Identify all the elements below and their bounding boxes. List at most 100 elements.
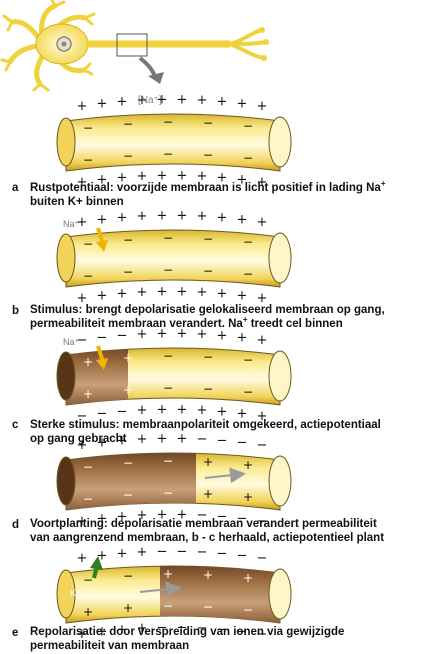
charge-sign: − [83,492,93,506]
charge-sign: + [83,387,93,401]
charge-sign: + [137,621,148,636]
charge-sign: + [77,99,88,114]
charge-sign: − [123,233,133,247]
charge-sign: − [237,625,248,640]
charge-sign: + [77,215,88,230]
charge-sign: + [243,571,253,585]
charge-sign: + [97,289,108,304]
charge-sign: − [237,512,248,527]
charge-sign: + [117,287,128,302]
panel-e-letter: e [12,627,19,639]
charge-sign: − [217,623,228,638]
panel-a-caption: Rustpotentiaal: voorzijde membraan is li… [30,179,386,208]
charge-sign: + [97,173,108,188]
charge-sign: − [243,119,253,133]
membrane-tube-c: −−++−−−−++++++−−++++−−++++−−++ [56,326,292,424]
charge-sign: − [257,514,268,529]
charge-sign: − [163,147,173,161]
charge-sign: − [163,454,173,468]
charge-sign: − [163,349,173,363]
charge-sign: − [163,486,173,500]
charge-sign: + [197,285,208,300]
charge-sign: + [117,547,128,562]
charge-sign: − [217,547,228,562]
charge-sign: + [77,551,88,566]
charge-sign: − [83,121,93,135]
charge-sign: + [177,326,188,341]
charge-sign: − [243,151,253,165]
charge-sign: − [83,237,93,251]
charge-sign: + [217,329,228,344]
charge-sign: − [203,350,213,364]
charge-sign: + [97,213,108,228]
charge-sign: − [163,263,173,277]
charge-sign: − [97,331,108,346]
charge-sign: + [117,623,128,638]
membrane-tube-d: ++−−++++−−++++−−++−−++−−−−++−− [56,431,292,529]
charge-sign: + [217,405,228,420]
charge-sign: + [157,168,168,183]
charge-sign: + [77,291,88,306]
charge-sign: − [83,269,93,283]
charge-sign: + [177,168,188,183]
charge-sign: + [203,455,213,469]
panel-c-letter: c [12,419,19,431]
charge-sign: − [203,382,213,396]
charge-sign: + [237,173,248,188]
potassium-efflux-arrow [90,556,103,579]
charge-sign: + [123,383,133,397]
charge-sign: − [197,545,208,560]
charge-sign: + [197,93,208,108]
charge-sign: − [243,603,253,617]
charge-sign: + [97,512,108,527]
charge-sign: + [77,627,88,642]
propagation-arrow [204,467,246,484]
charge-sign: + [137,209,148,224]
charge-sign: + [83,355,93,369]
charge-sign: + [137,432,148,447]
charge-sign: − [77,409,88,424]
charge-sign: − [203,232,213,246]
stimulus-arrow-b [96,227,108,252]
charge-sign: − [197,621,208,636]
charge-sign: + [177,402,188,417]
charge-sign: − [243,385,253,399]
charge-sign: − [217,434,228,449]
charge-sign: + [203,487,213,501]
charge-sign: − [123,456,133,470]
panel-d-letter: d [12,519,20,531]
charge-sign: − [123,149,133,163]
panel-d-caption: Voortplanting: depolarisatie membraan ve… [30,518,385,544]
charge-sign: + [163,567,173,581]
charge-sign: − [237,549,248,564]
charge-sign: + [157,507,168,522]
charge-sign: − [123,265,133,279]
panel-a-letter: a [12,182,19,194]
charge-sign: + [117,95,128,110]
charge-sign: − [117,405,128,420]
charge-sign: − [257,438,268,453]
charge-sign: − [197,508,208,523]
na-concentration-label: [Na⁺] [138,95,162,106]
charge-sign: − [163,599,173,613]
charge-sign: + [217,95,228,110]
charge-sign: + [117,171,128,186]
charge-sign: − [203,116,213,130]
charge-sign: + [77,175,88,190]
charge-sign: + [117,211,128,226]
charge-sign: + [137,93,148,108]
membrane-tube-a: ++−−++++−−++++−−++++−−++++−−++ [56,92,292,190]
charge-sign: − [83,153,93,167]
charge-sign: + [97,549,108,564]
charge-sign: + [137,403,148,418]
charge-sign: − [217,510,228,525]
charge-sign: + [117,434,128,449]
charge-sign: − [163,115,173,129]
charge-sign: + [243,490,253,504]
charge-sign: − [177,620,188,635]
charge-sign: + [257,409,268,424]
charge-sign: + [157,208,168,223]
charge-sign: − [123,569,133,583]
charge-sign: − [97,407,108,422]
charge-sign: + [197,403,208,418]
